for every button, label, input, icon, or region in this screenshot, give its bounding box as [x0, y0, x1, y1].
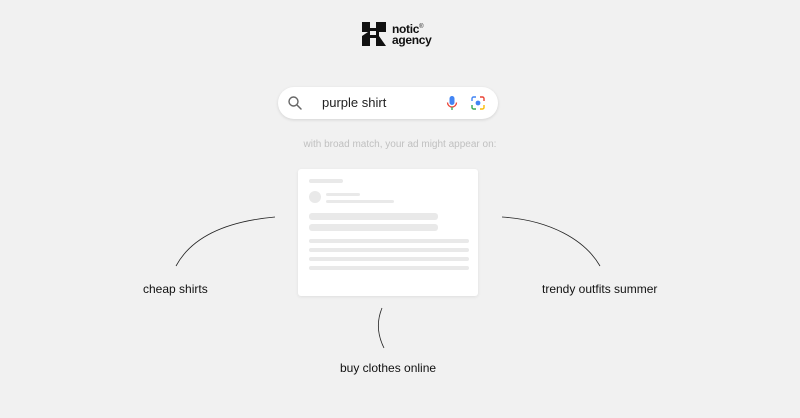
- placeholder-line: [309, 248, 469, 252]
- placeholder-line: [309, 266, 469, 270]
- connector-right: [501, 216, 601, 267]
- brand-name: notic® agency: [392, 22, 432, 47]
- search-bar[interactable]: purple shirt: [278, 87, 498, 119]
- placeholder-title: [309, 213, 438, 220]
- placeholder-avatar: [309, 191, 321, 203]
- placeholder-line: [326, 200, 394, 203]
- placeholder-line: [326, 193, 360, 196]
- keyword-bottom: buy clothes online: [340, 361, 437, 375]
- connector-bottom: [378, 307, 385, 349]
- microphone-icon[interactable]: [446, 95, 458, 111]
- camera-lens-icon[interactable]: [471, 96, 485, 110]
- connector-left: [175, 216, 276, 267]
- placeholder-title: [309, 224, 438, 231]
- ad-preview-card: [298, 169, 478, 296]
- brand-logo: notic® agency: [362, 22, 432, 46]
- placeholder-line: [309, 239, 469, 243]
- broad-match-hint: with broad match, your ad might appear o…: [303, 139, 497, 150]
- placeholder-line: [309, 257, 469, 261]
- keyword-right: trendy outfits summer: [542, 282, 658, 296]
- keyword-left: cheap shirts: [143, 282, 208, 296]
- placeholder-line: [309, 179, 343, 183]
- search-icon: [288, 96, 302, 110]
- search-query[interactable]: purple shirt: [322, 95, 387, 110]
- notic-logo-icon: [362, 22, 386, 46]
